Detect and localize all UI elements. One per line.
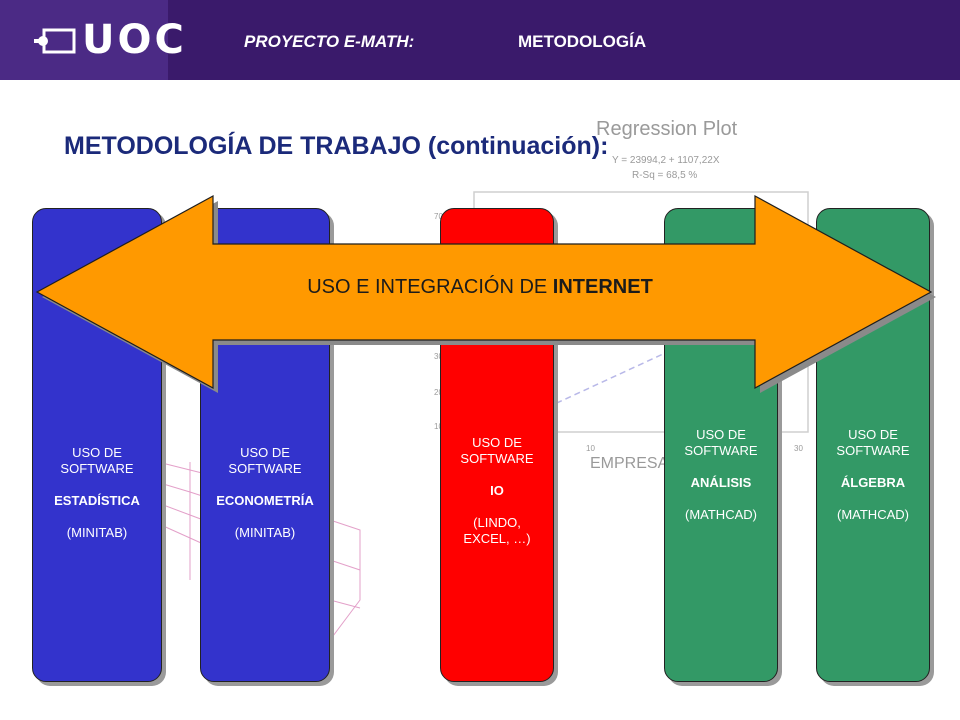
column-subject: ECONOMETRÍA xyxy=(216,493,314,508)
column-line: USO DE xyxy=(240,445,290,460)
column-tool: (MATHCAD) xyxy=(837,507,909,522)
column-tool: (MATHCAD) xyxy=(685,507,757,522)
column-tool: EXCEL, …) xyxy=(463,531,531,546)
column-tool: (LINDO, xyxy=(473,515,521,530)
column-line: SOFTWARE xyxy=(228,461,302,476)
header-project: PROYECTO E-MATH: xyxy=(244,32,415,51)
column-line: SOFTWARE xyxy=(60,461,134,476)
logo-text: UOC xyxy=(82,17,187,63)
plot-title: Regression Plot xyxy=(596,118,738,140)
column-line: SOFTWARE xyxy=(836,443,910,458)
plot-ytick: 70 xyxy=(434,212,443,221)
column-tool: (MINITAB) xyxy=(234,525,296,540)
plot-xlabel: EMPRESA xyxy=(590,455,669,472)
column-subject: IO xyxy=(490,483,504,498)
uoc-logo-icon xyxy=(34,28,76,54)
column-subject: ANÁLISIS xyxy=(690,475,752,490)
plot-equation: Y = 23994,2 + 1107,22X xyxy=(612,155,720,166)
plot-ytick: 20 xyxy=(434,388,443,397)
header-bar: UOC PROYECTO E-MATH: METODOLOGÍA xyxy=(0,0,960,80)
column-line: SOFTWARE xyxy=(684,443,758,458)
plot-rsq: R-Sq = 68,5 % xyxy=(632,170,698,181)
regression-line xyxy=(519,299,781,421)
plot-ytick: 10 xyxy=(434,422,443,431)
column-line: USO DE xyxy=(848,427,898,442)
logo: UOC xyxy=(0,0,184,80)
column-line: USO DE xyxy=(472,435,522,450)
column-line: USO DE xyxy=(696,427,746,442)
column-line: SOFTWARE xyxy=(460,451,534,466)
column-tool: (MINITAB) xyxy=(66,525,128,540)
plot-xtick: 30 xyxy=(794,444,803,453)
column-subject: ÁLGEBRA xyxy=(840,475,906,490)
plot-ytick: 30 xyxy=(434,352,443,361)
page-title: METODOLOGÍA DE TRABAJO (continuación): xyxy=(64,132,609,160)
header-section: METODOLOGÍA xyxy=(518,32,647,51)
arrow-label: USO E INTEGRACIÓN DE INTERNET xyxy=(307,276,653,298)
column-subject: ESTADÍSTICA xyxy=(54,493,140,508)
column-line: USO DE xyxy=(72,445,122,460)
plot-xtick: 10 xyxy=(586,444,595,453)
